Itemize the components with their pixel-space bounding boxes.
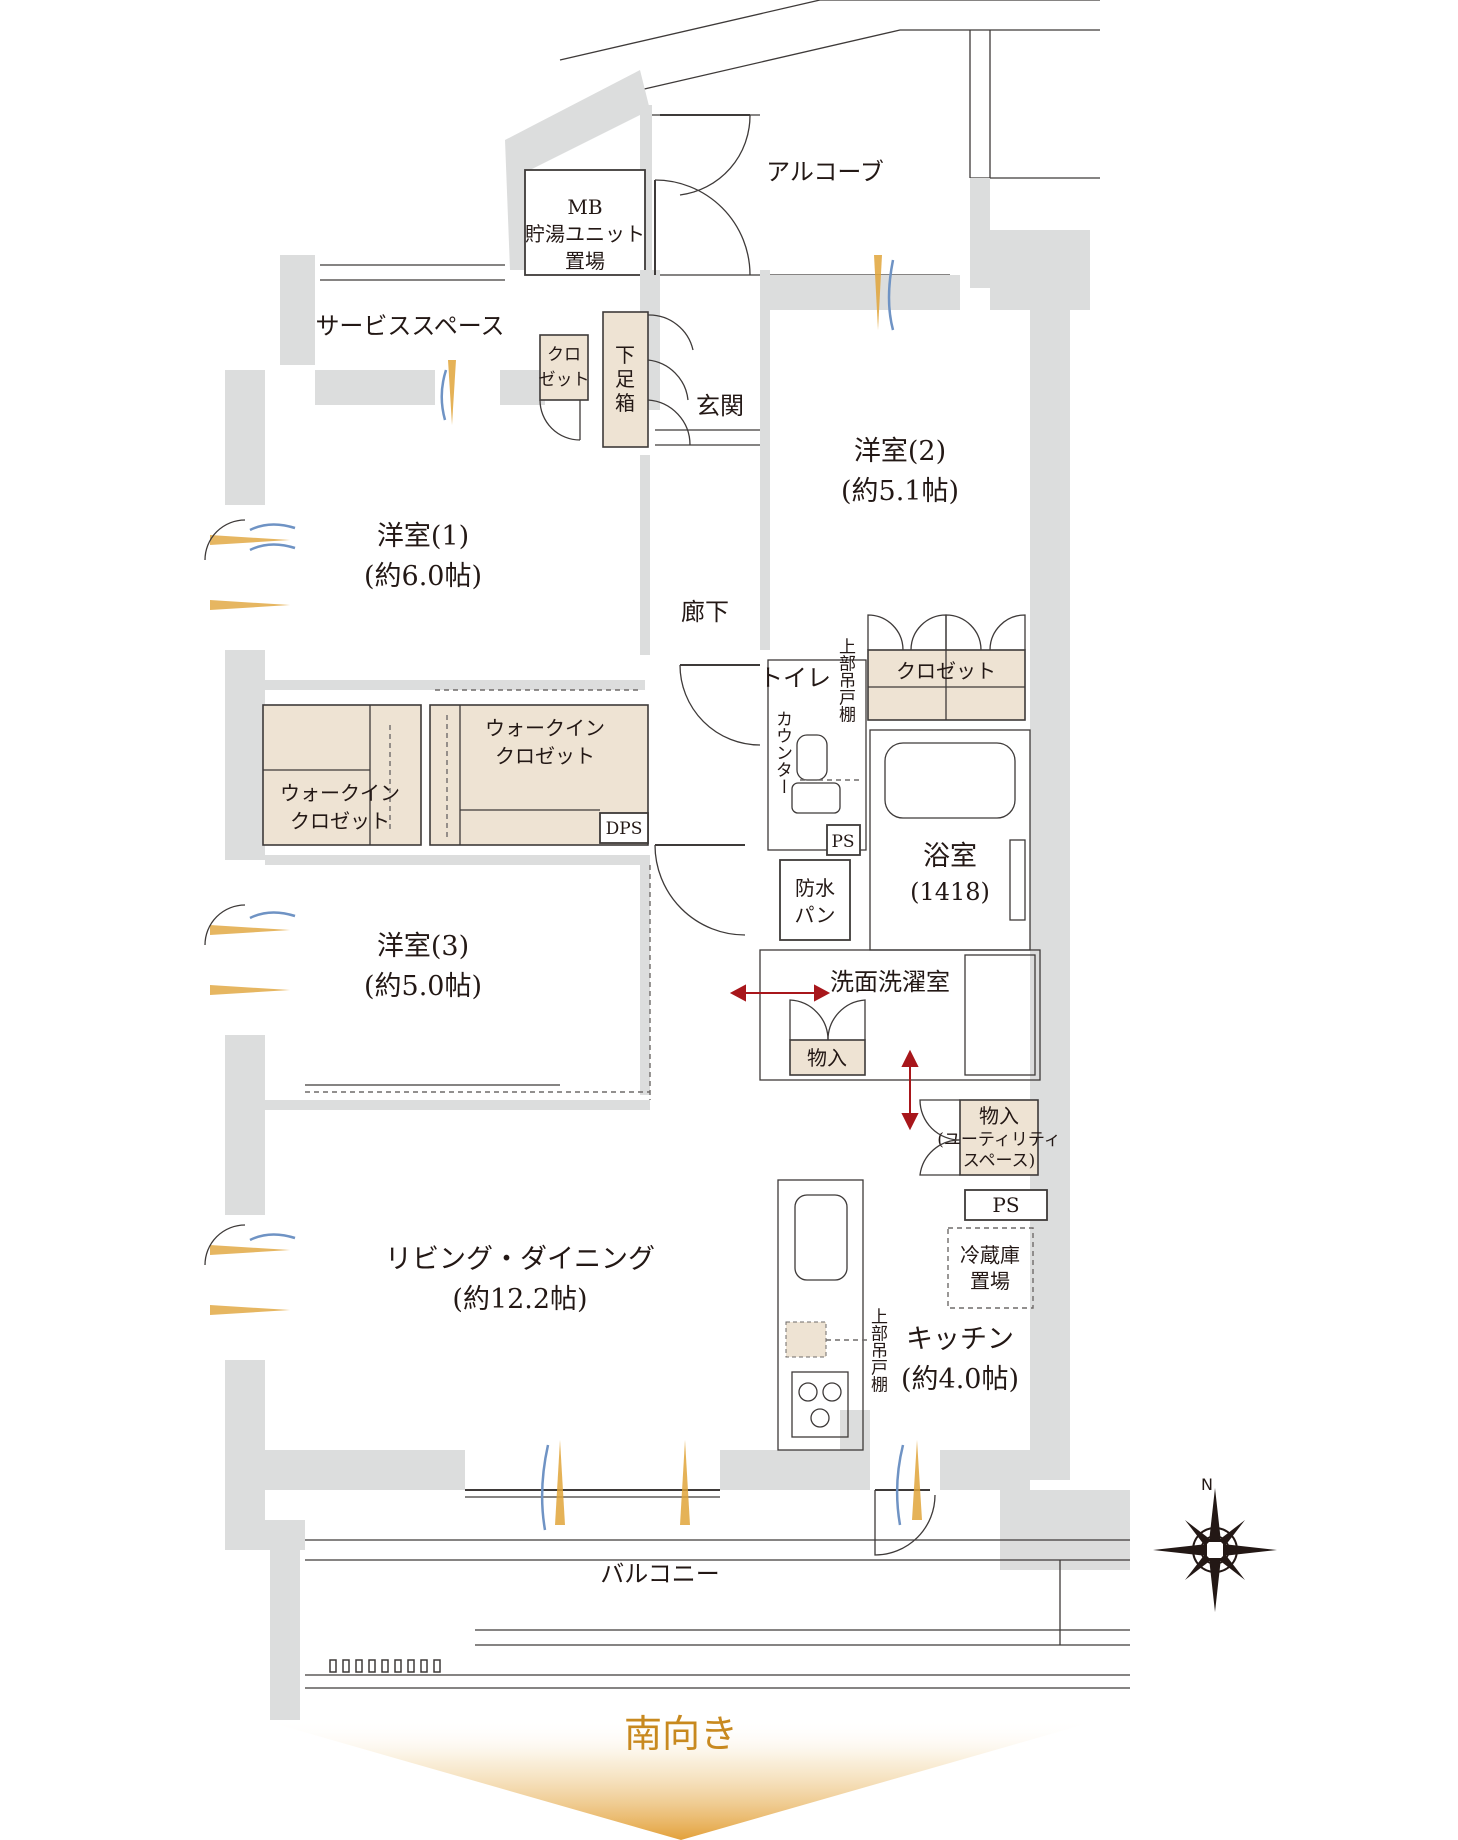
storage-label: 物入 [807, 1046, 847, 1070]
bathroom-size: (1418) [910, 878, 990, 906]
wic-a-label-2: クロゼット [290, 809, 390, 833]
outer-walls [225, 230, 1130, 1720]
wic-a-label-1: ウォークイン [280, 781, 400, 805]
kitchen-upper-cabinet-label: 上部吊戸棚 [867, 1307, 888, 1393]
western-room-2-name: 洋室(2) [854, 436, 946, 467]
utility-storage-sub-2: スペース) [963, 1151, 1036, 1171]
walk-in-closets: ウォークイン クロゼット ウォークイン クロゼット DPS [262, 704, 649, 846]
utility-storage-sub-1: (ユーティリティ [937, 1130, 1061, 1150]
kitchen-name: キッチン [906, 1324, 1014, 1355]
shoe-box-label-3: 箱 [615, 391, 635, 415]
south-orientation-banner: 南向き [262, 1712, 1100, 1840]
dps-label: DPS [606, 819, 643, 839]
fridge-label-1: 冷蔵庫 [960, 1243, 1020, 1267]
hallway-label: 廊下 [681, 598, 729, 626]
toilet-counter-label: カウンター [772, 710, 792, 795]
utility-storage-label: 物入 [979, 1104, 1019, 1128]
kitchen-size: (約4.0帖) [901, 1364, 1019, 1395]
toilet-room: トイレ 上部吊戸棚 カウンター PS [759, 637, 867, 856]
living-dining: リビング・ダイニング (約12.2帖) [385, 1244, 655, 1315]
south-orientation-label: 南向き [624, 1712, 738, 1756]
waterproof-pan: 防水 パン [779, 859, 851, 941]
wic-b-label-1: ウォークイン [485, 716, 605, 740]
entrance-label: 玄関 [696, 392, 744, 420]
hallway-doors [654, 664, 761, 936]
bathroom-label: 浴室 [923, 841, 977, 872]
bathroom: 浴室 (1418) [869, 729, 1031, 951]
wic-b-label-2: クロゼット [495, 744, 595, 768]
utility-area: 物入 (ユーティリティ スペース) PS 冷蔵庫 置場 [919, 1099, 1061, 1309]
western-room-1: 洋室(1) (約6.0帖) [364, 521, 640, 691]
closet-2-label: クロゼット [896, 659, 996, 683]
service-space-label: サービススペース [315, 312, 504, 340]
waterproof-pan-label-1: 防水 [795, 876, 835, 900]
balcony-label: バルコニー [600, 1560, 720, 1588]
compass-north-label: N [1201, 1475, 1213, 1494]
ventilation-marks [204, 255, 922, 1531]
western-room-2-size: (約5.1帖) [841, 476, 959, 507]
western-room-1-size: (約6.0帖) [364, 561, 482, 592]
western-room-2: 洋室(2) (約5.1帖) クロゼット [841, 436, 1026, 721]
shoe-box-label-2: 足 [615, 367, 635, 391]
washroom-label: 洗面洗濯室 [830, 968, 950, 996]
mb-label: MB [567, 195, 602, 219]
living-dining-name: リビング・ダイニング [385, 1244, 655, 1275]
small-closet-label-2: ゼット [539, 370, 590, 390]
small-closet-label-1: クロ [547, 345, 581, 365]
mb-storage: MB 貯湯ユニット 置場 [524, 169, 646, 276]
compass-rose: N [1153, 1475, 1277, 1612]
living-dining-size: (約12.2帖) [452, 1284, 587, 1315]
toilet-label: トイレ [759, 664, 831, 692]
toilet-ps-label: PS [831, 832, 854, 852]
entrance-door [654, 114, 751, 276]
entrance-storage: クロ ゼット 下 足 箱 [539, 311, 760, 448]
toilet-upper-cabinet-label: 上部吊戸棚 [835, 637, 856, 723]
waterproof-pan-label-2: パン [795, 903, 836, 927]
western-room-3: 洋室(3) (約5.0帖) [305, 865, 651, 1100]
shoe-box-label-1: 下 [615, 343, 635, 367]
washroom: 洗面洗濯室 物入 [759, 949, 1041, 1081]
kitchen: 上部吊戸棚 キッチン (約4.0帖) [777, 1179, 1019, 1556]
western-room-3-size: (約5.0帖) [364, 971, 482, 1002]
western-room-1-name: 洋室(1) [377, 521, 469, 552]
passage-arrows [729, 984, 919, 1131]
fridge-label-2: 置場 [970, 1269, 1010, 1293]
balcony: バルコニー [305, 1489, 1130, 1689]
mb-water-heater-label: 貯湯ユニット [525, 222, 645, 246]
kitchen-ps-label: PS [992, 1193, 1019, 1217]
mb-place-label: 置場 [565, 249, 605, 273]
western-room-3-name: 洋室(3) [377, 931, 469, 962]
alcove-label: アルコーブ [766, 158, 884, 186]
